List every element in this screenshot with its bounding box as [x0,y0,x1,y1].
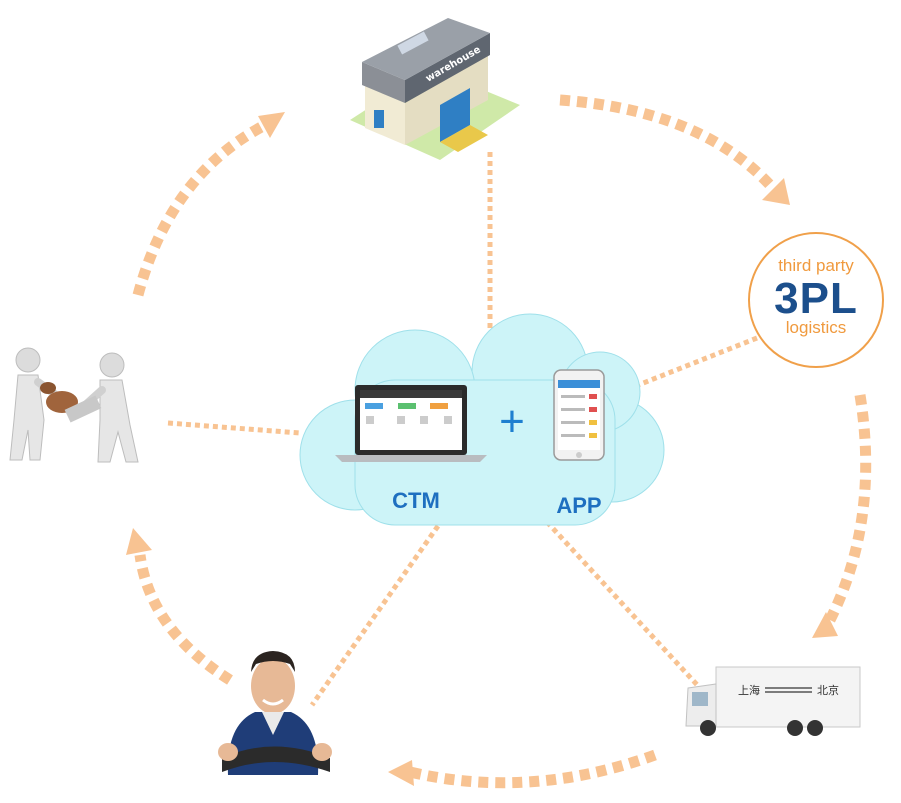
arrow-handover-to-warehouse [132,120,268,297]
arrow-3pl-to-truck [825,394,872,623]
arrowhead-handover [126,528,152,555]
cloud-shape [299,313,665,526]
warehouse-icon: warehouse [350,18,520,160]
third-party-logistics-logo: third party 3PL logistics [748,232,884,368]
truck-icon: 上海 北京 [685,666,861,736]
connector-lines [167,152,758,707]
arrow-warehouse-to-3pl [559,94,775,189]
phone-icon [553,369,605,461]
ctm-label: CTM [392,488,440,513]
3pl-logo-top-text: third party [778,256,854,275]
cycle-arrows [132,94,872,789]
connector-3pl [617,335,758,396]
driver-icon [218,651,332,775]
3pl-logo-main-text: 3PL [774,274,858,323]
arrow-truck-to-driver [408,749,657,789]
3pl-logo-bottom-text: logistics [785,318,847,337]
arrowhead-truck [812,612,838,638]
arrow-driver-to-handover [134,554,233,685]
laptop-icon [335,385,487,462]
handover-figures-icon [9,347,139,463]
connector-truck [545,520,702,690]
arrowhead-warehouse [258,112,285,138]
plus-sign: + [499,397,525,446]
connector-driver [309,524,441,707]
truck-origin: 上海 [738,683,760,697]
connector-handover [167,420,301,436]
arrowhead-3pl [762,178,790,205]
arrow-heads [126,112,838,786]
truck-destination: 北京 [817,683,839,697]
arrowhead-driver [388,760,414,786]
app-label: APP [556,493,601,518]
